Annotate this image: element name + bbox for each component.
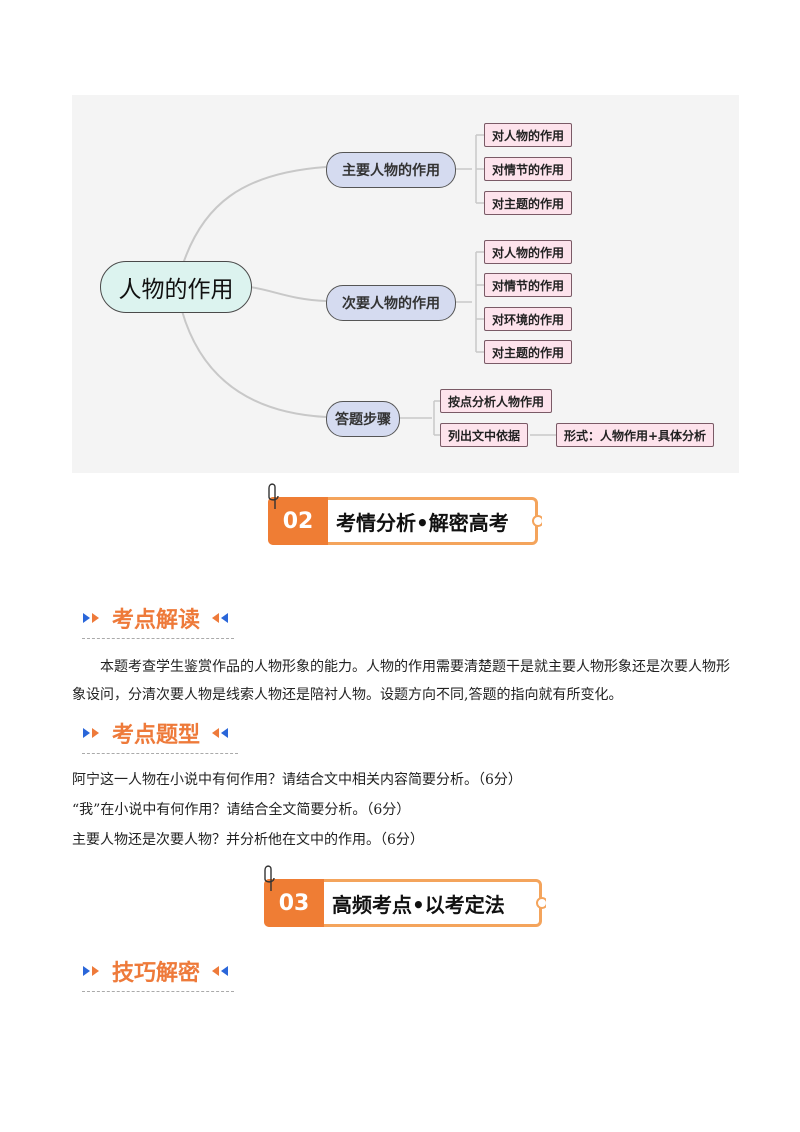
branch-minor-character: 次要人物的作用 <box>326 285 456 321</box>
heading-title: 技巧解密 <box>112 961 201 986</box>
double-arrow-right-icon <box>83 966 99 976</box>
heading-title: 考点题型 <box>112 723 201 748</box>
heading-jiqiao-jiemi: 技巧解密 <box>82 954 234 992</box>
double-arrow-right-icon <box>83 728 99 738</box>
leaf-minor-on-environment: 对环境的作用 <box>484 307 573 331</box>
banner-number: 03 <box>264 879 324 927</box>
banner-notch-icon <box>536 897 546 909</box>
mind-map-root: 人物的作用 <box>100 261 252 313</box>
branch-main-character: 主要人物的作用 <box>326 152 456 188</box>
question-item: 阿宁这一人物在小说中有何作用？请结合文中相关内容简要分析。（6分） <box>72 772 522 788</box>
double-arrow-left-icon <box>212 728 229 738</box>
analysis-paragraph: 本题考查学生鉴赏作品的人物形象的能力。人物的作用需要清楚题干是就主要人物形象还是… <box>72 659 730 703</box>
leaf-minor-on-theme: 对主题的作用 <box>484 340 573 364</box>
leaf-minor-on-plot: 对情节的作用 <box>484 273 573 297</box>
heading-kaodian-jiedu: 考点解读 <box>82 601 234 639</box>
leaf-main-on-plot: 对情节的作用 <box>484 157 573 181</box>
leaf-main-on-theme: 对主题的作用 <box>484 191 573 215</box>
leaf-minor-on-character: 对人物的作用 <box>484 240 573 264</box>
leaf-main-on-character: 对人物的作用 <box>484 123 573 147</box>
heading-kaodian-tixing: 考点题型 <box>82 716 238 754</box>
double-arrow-right-icon <box>83 613 99 623</box>
double-arrow-left-icon <box>212 613 229 623</box>
banner-title: 高频考点•以考定法 <box>332 892 505 917</box>
leaf-cite-evidence: 列出文中依据 <box>440 423 529 447</box>
mind-map: 人物的作用 主要人物的作用 对人物的作用 对情节的作用 对主题的作用 次要人物的… <box>72 95 739 473</box>
banner-notch-icon <box>532 515 542 527</box>
branch-answer-steps: 答题步骤 <box>326 401 400 437</box>
double-arrow-left-icon <box>212 966 229 976</box>
heading-title: 考点解读 <box>112 608 201 633</box>
section-banner-02: 02 考情分析•解密高考 <box>268 483 542 545</box>
banner-number: 02 <box>268 497 328 545</box>
clip-icon <box>264 865 275 891</box>
clip-icon <box>268 483 279 509</box>
question-item: 主要人物还是次要人物？并分析他在文中的作用。（6分） <box>72 832 424 848</box>
leaf-analyze-points: 按点分析人物作用 <box>440 389 553 413</box>
mind-map-connectors <box>181 134 556 436</box>
section-banner-03: 03 高频考点•以考定法 <box>264 865 546 927</box>
leaf-answer-form: 形式：人物作用+具体分析 <box>556 423 715 447</box>
question-item: “我”在小说中有何作用？请结合全文简要分析。（6分） <box>72 802 411 818</box>
banner-title: 考情分析•解密高考 <box>336 510 509 535</box>
